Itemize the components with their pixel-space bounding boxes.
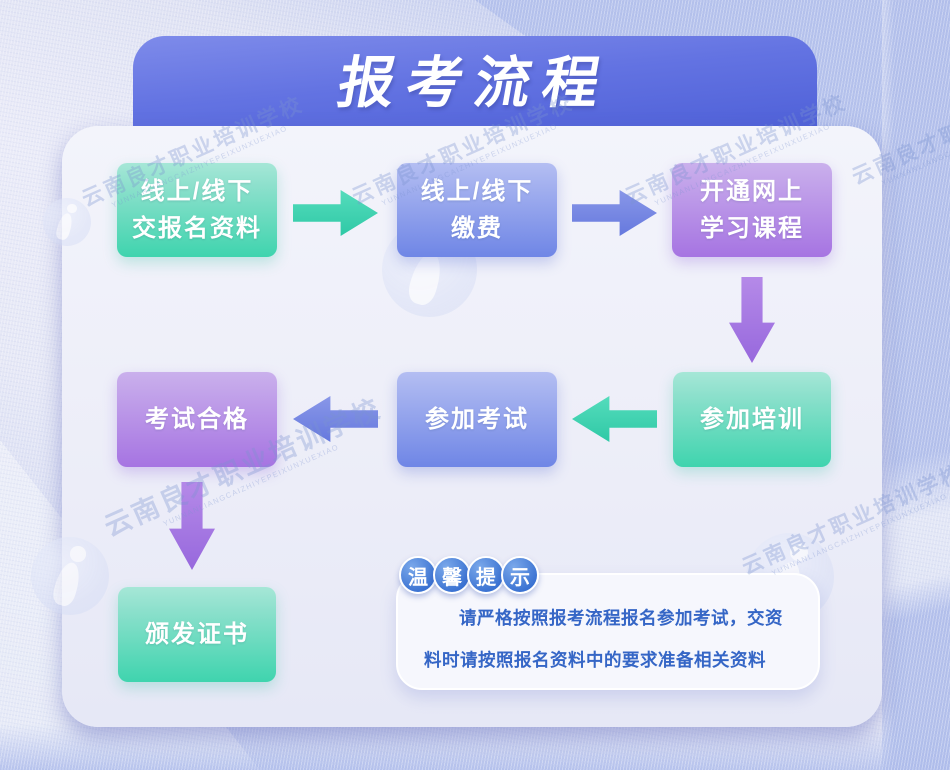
tips-text-line: 请严格按照报考流程报名参加考试，交资 xyxy=(459,608,783,628)
header-banner: 报考流程 xyxy=(133,36,817,136)
flow-step-pass-exam: 考试合格 xyxy=(117,372,277,467)
arrow-right-icon xyxy=(293,190,378,236)
arrow-down-icon xyxy=(169,482,215,570)
school-logo-icon xyxy=(43,198,91,246)
tips-text-line: 料时请按照报名资料中的要求准备相关资料 xyxy=(424,650,766,670)
step-label-line: 缴费 xyxy=(451,215,503,242)
tips-box: 请严格按照报考流程报名参加考试，交资 料时请按照报名资料中的要求准备相关资料 xyxy=(396,573,820,690)
background-right-band xyxy=(882,0,950,770)
arrow-left-icon xyxy=(293,396,378,442)
arrow-left-icon xyxy=(572,396,657,442)
arrow-down-icon xyxy=(729,277,775,363)
step-label-line: 线上/线下 xyxy=(420,178,534,205)
flow-step-take-exam: 参加考试 xyxy=(397,372,557,467)
page-title: 报考流程 xyxy=(333,51,617,114)
flow-card: 线上/线下 交报名资料 线上/线下 缴费 开通网上 学习课程 参加培训 参加考试… xyxy=(31,126,882,727)
flow-step-attend-training: 参加培训 xyxy=(673,372,831,467)
school-logo-icon xyxy=(31,537,109,615)
step-label-line: 考试合格 xyxy=(145,406,249,433)
flow-step-pay-fee: 线上/线下 缴费 xyxy=(397,163,557,257)
tips-text: 请严格按照报考流程报名参加考试，交资 料时请按照报名资料中的要求准备相关资料 xyxy=(424,597,800,681)
tips-badge-char: 温 xyxy=(399,556,437,594)
step-label-line: 参加考试 xyxy=(425,406,529,433)
flow-step-issue-certificate: 颁发证书 xyxy=(118,587,276,682)
step-label-line: 颁发证书 xyxy=(145,621,249,648)
tips-badge-char: 示 xyxy=(501,556,539,594)
step-label-line: 学习课程 xyxy=(700,215,804,242)
step-label-line: 参加培训 xyxy=(700,406,804,433)
tips-badge-char: 馨 xyxy=(433,556,471,594)
background-bottom-strip xyxy=(0,724,950,770)
flow-step-submit-materials: 线上/线下 交报名资料 xyxy=(117,163,277,257)
step-label-line: 开通网上 xyxy=(700,178,804,205)
step-label-line: 线上/线下 xyxy=(140,178,254,205)
step-label-line: 交报名资料 xyxy=(132,215,262,242)
arrow-right-icon xyxy=(572,190,657,236)
flow-step-open-online-course: 开通网上 学习课程 xyxy=(672,163,832,257)
tips-badge-char: 提 xyxy=(467,556,505,594)
